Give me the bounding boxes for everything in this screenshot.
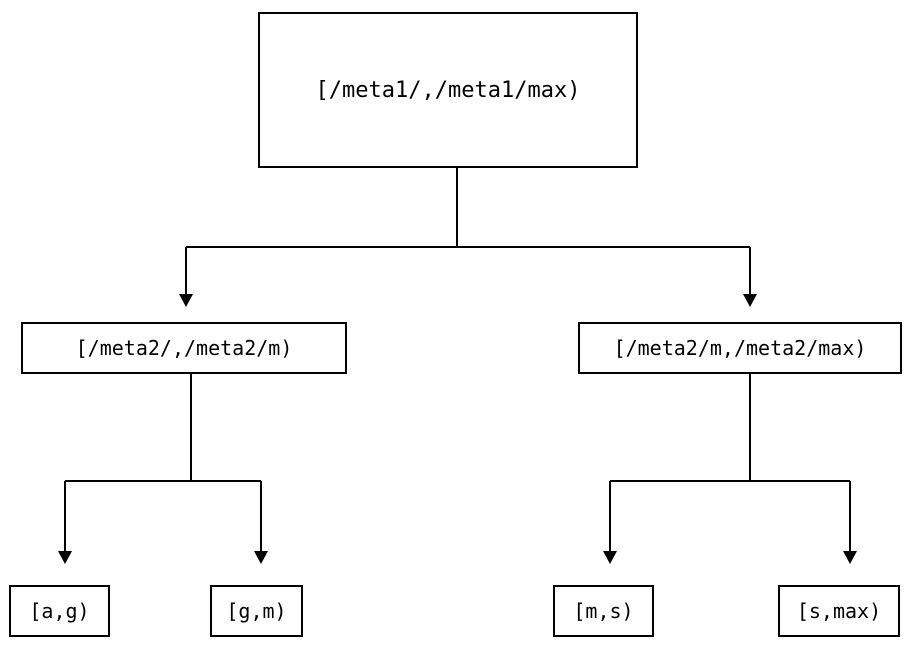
arrowhead-mid-left: [179, 294, 193, 307]
node-leaf-a-g[interactable]: [a,g): [9, 585, 110, 637]
arrowhead-leaf4: [843, 551, 857, 564]
node-leaf-m-s[interactable]: [m,s): [553, 585, 654, 637]
arrowhead-leaf2: [254, 551, 268, 564]
node-mid-left[interactable]: [/meta2/,/meta2/m): [21, 322, 347, 374]
arrowhead-leaf3: [603, 551, 617, 564]
node-root[interactable]: [/meta1/,/meta1/max): [258, 12, 638, 168]
arrowhead-leaf1: [58, 551, 72, 564]
node-leaf-g-m[interactable]: [g,m): [210, 585, 303, 637]
arrowhead-mid-right: [743, 294, 757, 307]
node-mid-right[interactable]: [/meta2/m,/meta2/max): [578, 322, 902, 374]
node-leaf-s-max[interactable]: [s,max): [778, 585, 900, 637]
